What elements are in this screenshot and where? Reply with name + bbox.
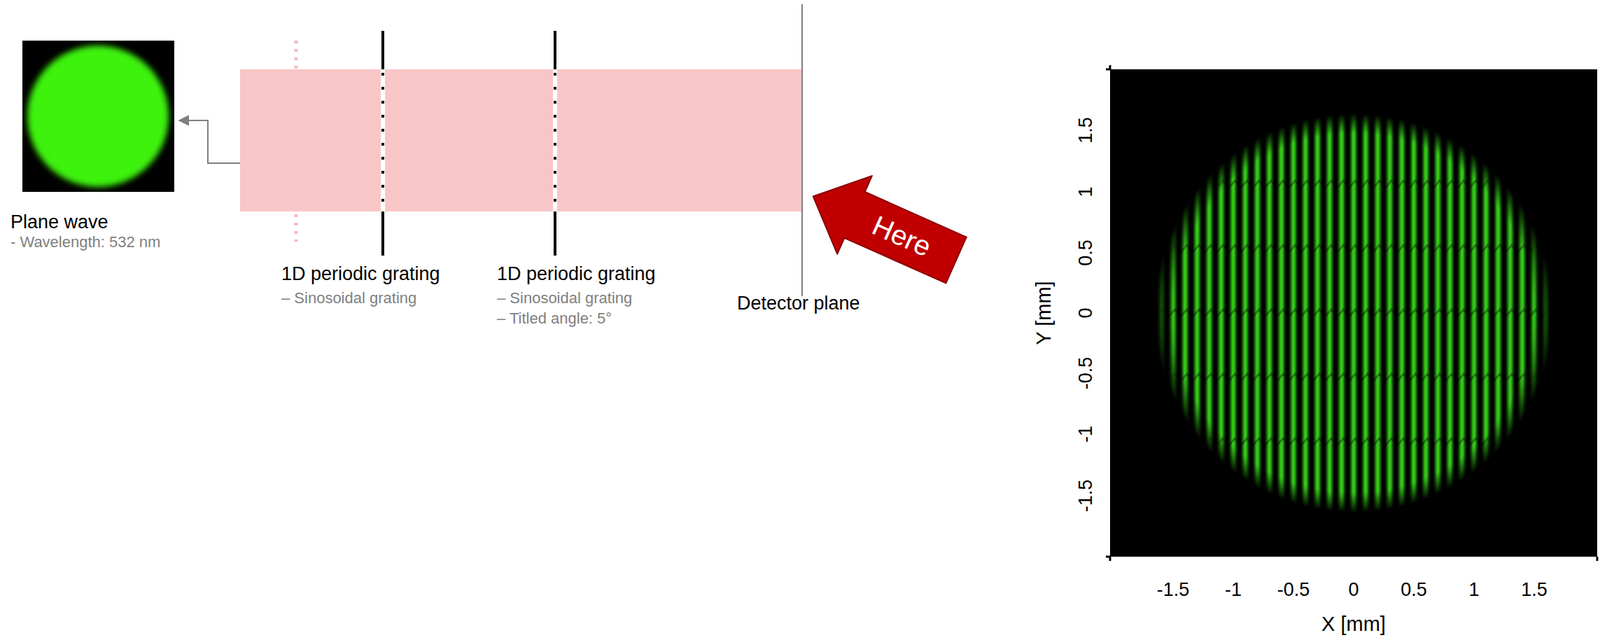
moire-line (1150, 309, 1554, 317)
tick-label: 1 (1468, 578, 1479, 601)
moire-line (1150, 180, 1554, 188)
tick-label: 1.5 (1075, 116, 1097, 144)
tick-label: 1.5 (1520, 578, 1548, 601)
callout-arrow: Here (795, 156, 975, 300)
parameter-note: - Wavelength: 532 nm (10, 233, 161, 251)
source-plane (294, 40, 299, 70)
source-plane (294, 214, 299, 242)
fringe-stripe (1555, 109, 1561, 516)
component-label: Detector plane (737, 292, 861, 315)
moire-line (1150, 373, 1554, 381)
beam-band (240, 69, 803, 212)
tick-label: 0 (1075, 307, 1097, 318)
tick-label: 1 (1075, 186, 1097, 197)
moire-line (1150, 438, 1554, 446)
grating-1 (381, 30, 385, 70)
fringe-stripe (1134, 109, 1139, 516)
grating-1 (380, 69, 385, 212)
grating-2 (553, 211, 557, 256)
tick-label: -1 (1224, 578, 1242, 601)
tick-label: 0.5 (1075, 239, 1097, 266)
fringe-stripe (1567, 109, 1573, 516)
arrow-body (795, 157, 974, 300)
grating-1 (381, 211, 385, 256)
tick-label: -0.5 (1075, 356, 1097, 390)
tick-label: -1.5 (1156, 578, 1190, 601)
detector-plane (801, 4, 803, 297)
grating-2 (552, 69, 558, 212)
tick-label: -0.5 (1277, 578, 1311, 601)
leader-line (179, 120, 241, 164)
plane-wave-spot (27, 45, 169, 187)
grating-1 (381, 72, 385, 212)
grating-2 (553, 30, 557, 70)
axis-title: X [mm] (1321, 612, 1386, 636)
axis-corner-mark (1105, 65, 1598, 561)
fringe-stripe (1146, 109, 1151, 516)
component-label: 1D periodic grating (281, 263, 441, 285)
thumbnail-background (22, 40, 175, 192)
plot-area (1110, 69, 1598, 557)
grating-2 (553, 72, 557, 212)
tick-label: -1 (1075, 425, 1097, 443)
component-label: Plane wave (10, 211, 109, 234)
tick-label: 0.5 (1400, 578, 1428, 601)
tick-label: 0 (1348, 578, 1359, 601)
fringe-pattern (1134, 109, 1573, 516)
parameter-note: – Titled angle: 5° (496, 309, 612, 327)
component-label: 1D periodic grating (496, 263, 656, 285)
tick-label: -1.5 (1075, 479, 1097, 513)
moire-line (1150, 244, 1554, 252)
axis-title: Y [mm] (1032, 280, 1056, 345)
parameter-note: – Sinosoidal grating (281, 289, 417, 307)
parameter-note: – Sinosoidal grating (496, 289, 633, 307)
moire-modulation (1150, 180, 1554, 446)
